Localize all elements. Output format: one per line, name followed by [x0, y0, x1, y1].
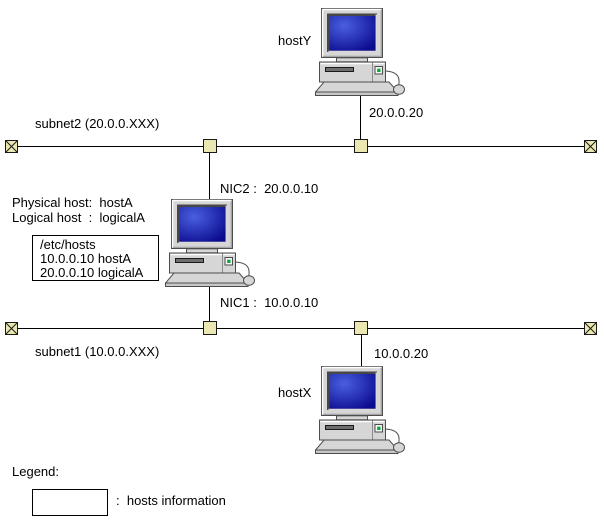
subnet1-terminator-left-icon — [5, 322, 18, 335]
legend-hosts-info-label: : hosts information — [116, 493, 226, 508]
subnet2-hosty-tap-icon — [354, 139, 368, 153]
subnet2-bus-line — [11, 146, 591, 147]
hosts-file-entry: 20.0.0.10 logicalA — [40, 265, 144, 280]
hosty-ip-label: 20.0.0.20 — [369, 105, 424, 120]
subnet1-label: subnet1 (10.0.0.XXX) — [35, 344, 160, 359]
hosts-file-box: /etc/hosts 10.0.0.10 hostA 20.0.0.10 log… — [32, 235, 159, 281]
hostx-computer-icon — [315, 366, 409, 456]
subnet1-bus-line — [11, 328, 591, 329]
hosts-file-path: /etc/hosts — [40, 237, 96, 252]
hosta-nic1-label: NIC1 : 10.0.0.10 — [220, 295, 319, 310]
subnet2-terminator-right-icon — [584, 140, 597, 153]
subnet1-hosta-tap-icon — [203, 321, 217, 335]
hosta-logical-host-label: Logical host : logicalA — [12, 210, 145, 225]
hosta-physical-host-label: Physical host: hostA — [12, 195, 133, 210]
subnet2-label: subnet2 (20.0.0.XXX) — [35, 116, 160, 131]
hosta-computer-icon — [165, 199, 259, 289]
hosts-file-entry: 10.0.0.10 hostA — [40, 251, 132, 266]
hosta-nic2-label: NIC2 : 20.0.0.10 — [220, 181, 319, 196]
hostx-drop-line — [361, 329, 362, 367]
hosta-nic1-line — [209, 287, 210, 328]
hostx-label: hostX — [278, 385, 312, 400]
hosty-computer-icon — [315, 8, 409, 98]
subnet2-hosta-tap-icon — [203, 139, 217, 153]
legend-hosts-info-box-icon — [32, 489, 108, 516]
subnet1-terminator-right-icon — [584, 322, 597, 335]
hosty-label: hostY — [278, 33, 312, 48]
subnet1-hostx-tap-icon — [354, 321, 368, 335]
subnet2-terminator-left-icon — [5, 140, 18, 153]
legend-title: Legend: — [12, 464, 59, 479]
hosta-nic2-line — [209, 147, 210, 200]
hosty-drop-line — [360, 95, 361, 146]
hostx-ip-label: 10.0.0.20 — [374, 346, 429, 361]
